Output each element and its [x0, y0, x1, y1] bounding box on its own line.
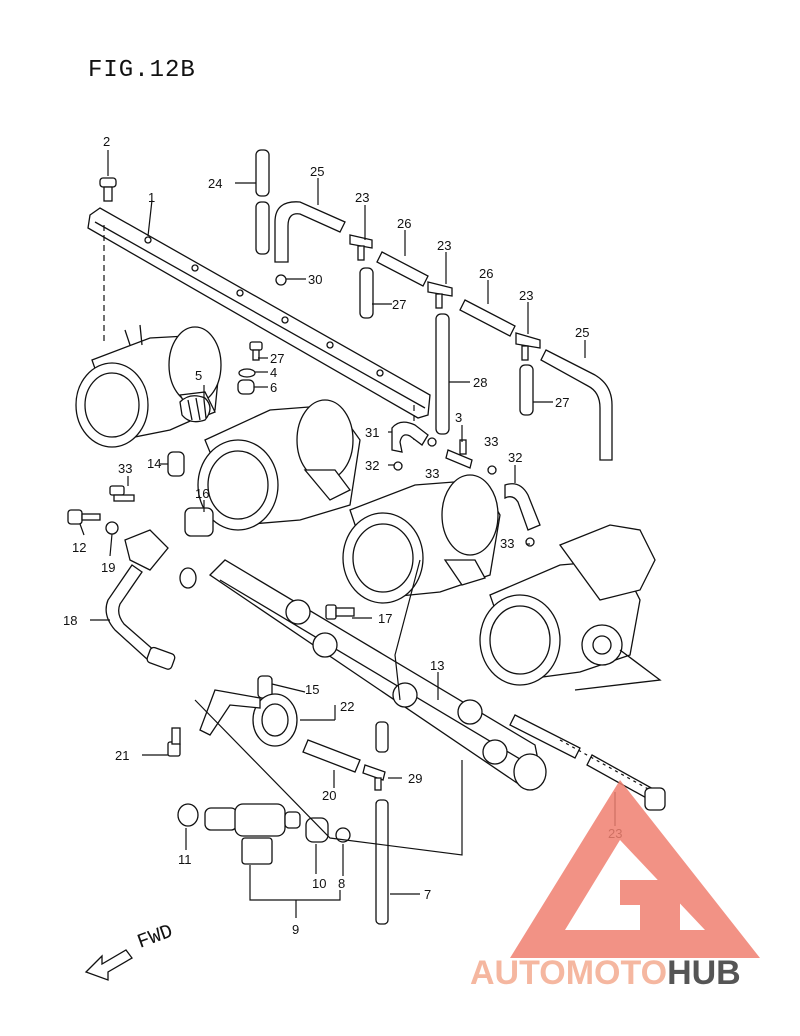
- fuel-delivery-pipe: [208, 559, 547, 791]
- bolt-2: [99, 177, 117, 202]
- callout-label: 18: [63, 613, 77, 628]
- callout-label: 31: [365, 425, 379, 440]
- callout-label: 12: [72, 540, 86, 555]
- callout-label: 30: [308, 272, 322, 287]
- callout-label: 8: [338, 876, 345, 891]
- callout-label: 17: [378, 611, 392, 626]
- callout-label: 26: [397, 216, 411, 231]
- direction-label: FWD: [135, 921, 177, 955]
- callout-label: 23: [519, 288, 533, 303]
- callout-label: 20: [322, 788, 336, 803]
- callout-label: 6: [270, 380, 277, 395]
- throttle-body-2: [197, 399, 361, 531]
- callout-label: 4: [270, 365, 277, 380]
- callout-label: 33: [484, 434, 498, 449]
- callout-label: 28: [473, 375, 487, 390]
- callout-label: 15: [305, 682, 319, 697]
- watermark-logo: [510, 780, 760, 958]
- forward-arrow: FWD: [84, 921, 177, 981]
- watermark-text-primary: AUTOMOTO: [470, 954, 667, 992]
- callout-label: 27: [555, 395, 569, 410]
- callout-label: 13: [430, 658, 444, 673]
- callout-label: 23: [437, 238, 451, 253]
- callout-label: 32: [508, 450, 522, 465]
- fuel-injector: [177, 803, 351, 865]
- callout-label: 33: [425, 466, 439, 481]
- callout-label: 3: [455, 410, 462, 425]
- pressure-regulator: [167, 675, 389, 925]
- callout-label: 22: [340, 699, 354, 714]
- throttle-body-4: [479, 524, 662, 691]
- watermark-text-secondary: HUB: [667, 954, 741, 992]
- callout-label: 9: [292, 922, 299, 937]
- callout-label: 2: [103, 134, 110, 149]
- watermark-text: AUTOMOTOHUB: [470, 954, 741, 992]
- callout-label: 25: [310, 164, 324, 179]
- mounting-bracket: [87, 207, 431, 440]
- callout-label: 32: [365, 458, 379, 473]
- vacuum-hoses: [255, 149, 613, 461]
- callout-label: 14: [147, 456, 161, 471]
- throttle-body-3: [342, 474, 501, 604]
- callout-label: 26: [479, 266, 493, 281]
- callout-label: 33: [118, 461, 132, 476]
- callout-label: 25: [575, 325, 589, 340]
- small-parts: [67, 341, 541, 670]
- figure-title: FIG.12B: [88, 57, 196, 84]
- callout-label: 5: [195, 368, 202, 383]
- callout-label: 27: [392, 297, 406, 312]
- leader-lines: [79, 150, 616, 918]
- callout-label: 29: [408, 771, 422, 786]
- fuel-hose-11: [509, 714, 666, 811]
- callout-label: 1: [148, 190, 155, 205]
- callout-label: 11: [178, 852, 192, 867]
- callout-label: 16: [195, 486, 209, 501]
- callout-label: 21: [115, 748, 129, 763]
- callout-label: 19: [101, 560, 115, 575]
- callout-label: 10: [312, 876, 326, 891]
- callout-label: 24: [208, 176, 222, 191]
- callout-label: 33: [500, 536, 514, 551]
- callout-label: 23: [355, 190, 369, 205]
- throttle-body-1: [75, 324, 222, 448]
- callout-label: 27: [270, 351, 284, 366]
- callout-label: 7: [424, 887, 431, 902]
